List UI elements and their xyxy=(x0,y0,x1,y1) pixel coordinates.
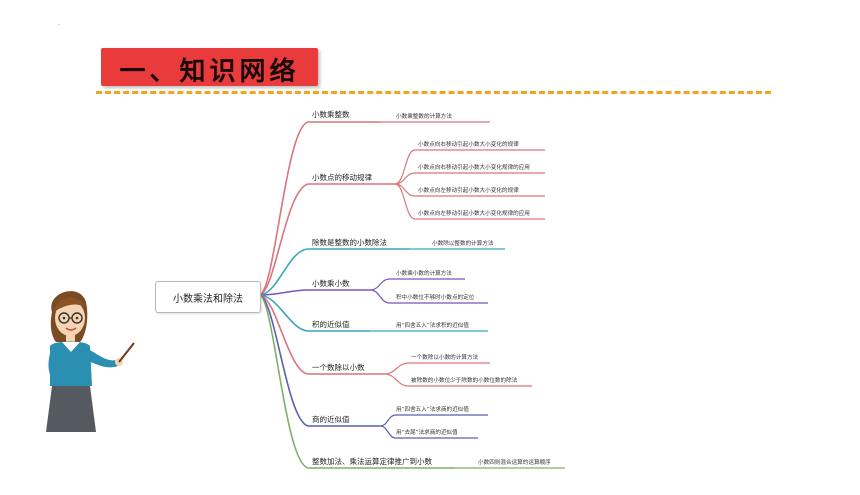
leaf-label: 用“四舍五入”法求积的近似值 xyxy=(396,323,469,329)
leaf-label: 用“去尾”法求商的近似值 xyxy=(396,430,458,436)
leaf-label: 用“四舍五入”法求商的近似值 xyxy=(396,407,469,413)
branch-label: 一个数除以小数 xyxy=(312,363,365,372)
leaf-link xyxy=(369,289,488,304)
leaf-link xyxy=(384,373,532,387)
branch-link xyxy=(258,121,380,296)
branch-link xyxy=(258,183,395,296)
leaf-label: 一个数除以小数的计算方法 xyxy=(411,355,479,361)
branch-label: 除数是整数的小数除法 xyxy=(312,238,387,247)
branch-link xyxy=(258,294,385,375)
leaf-link xyxy=(394,183,545,220)
teacher-illustration-icon xyxy=(46,291,135,432)
leaf-label: 小数乘整数的计算方法 xyxy=(396,114,452,120)
branch-label: 商的近似值 xyxy=(312,415,350,424)
branch-label: 小数乘整数 xyxy=(312,110,350,119)
branch-label: 小数乘小数 xyxy=(312,279,350,288)
mindmap-root: 小数乘法和除法 xyxy=(155,281,261,313)
section-title: 一、知识网络 xyxy=(119,57,300,87)
leaf-link xyxy=(394,149,545,185)
leaf-link xyxy=(394,172,545,185)
leaf-label: 积中小数位不够时小数点的定位 xyxy=(396,295,475,301)
branch-label: 积的近似值 xyxy=(312,320,350,329)
leaf-link xyxy=(369,278,465,291)
leaf-label: 被除数的小数位少于除数的小数位数的除法 xyxy=(411,378,518,384)
branch-label: 小数点的移动规律 xyxy=(312,173,372,182)
dashed-divider xyxy=(96,91,771,94)
leaf-label: 小数点向右移动引起小数大小变化的规律 xyxy=(418,142,519,148)
branch-label: 整数加法、乘法运算定律推广到小数 xyxy=(312,457,432,466)
branch-link xyxy=(258,289,370,296)
leaf-label: 小数点向左移动引起小数大小变化规律的应用 xyxy=(418,211,530,217)
leaf-label: 小数乘小数的计算方法 xyxy=(396,271,452,277)
branch-link xyxy=(258,248,410,296)
leaf-label: 小数除以整数的计算方法 xyxy=(432,241,494,247)
leaf-label: 小数四则混合运算的运算顺序 xyxy=(478,460,551,466)
leaf-link xyxy=(379,425,478,439)
branch-link xyxy=(258,294,455,469)
leaf-label: 小数点向左移动引起小数大小变化的规律 xyxy=(418,188,519,194)
branch-link xyxy=(258,294,380,427)
branch-link xyxy=(258,294,370,332)
section-title-banner: 一、知识网络 xyxy=(101,48,318,87)
corner-dot: . xyxy=(58,20,60,27)
leaf-link xyxy=(384,362,490,375)
leaf-label: 小数点向右移动引起小数大小变化规律的应用 xyxy=(418,165,530,171)
leaf-link xyxy=(379,414,488,427)
